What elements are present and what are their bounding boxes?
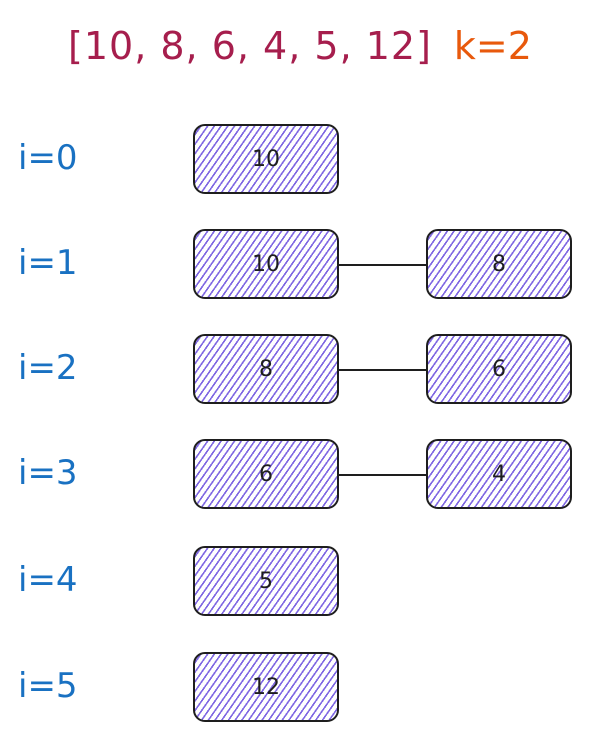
header: [10, 8, 6, 4, 5, 12] k=2: [0, 14, 600, 78]
value-box-text: 8: [492, 251, 506, 277]
value-box: 6: [426, 334, 572, 404]
input-array-text: [10, 8, 6, 4, 5, 12]: [68, 24, 432, 68]
value-box: 8: [426, 229, 572, 299]
value-box-text: 8: [259, 356, 273, 382]
row-label: i=2: [18, 348, 78, 388]
row-label: i=5: [18, 666, 78, 706]
value-box-text: 10: [252, 251, 280, 277]
row-label: i=0: [18, 138, 78, 178]
value-box: 10: [193, 124, 339, 194]
value-box-text: 12: [252, 674, 280, 700]
row-label: i=1: [18, 243, 78, 283]
value-box: 6: [193, 439, 339, 509]
value-box-text: 10: [252, 146, 280, 172]
value-box-text: 6: [259, 461, 273, 487]
connector-line: [339, 474, 426, 476]
value-box-text: 6: [492, 356, 506, 382]
value-box: 4: [426, 439, 572, 509]
value-box: 8: [193, 334, 339, 404]
connector-line: [339, 369, 426, 371]
value-box: 12: [193, 652, 339, 722]
value-box-text: 4: [492, 461, 506, 487]
row-label: i=4: [18, 560, 78, 600]
value-box: 5: [193, 546, 339, 616]
value-box: 10: [193, 229, 339, 299]
connector-line: [339, 264, 426, 266]
row-label: i=3: [18, 453, 78, 493]
k-value-text: k=2: [453, 24, 532, 68]
value-box-text: 5: [259, 568, 273, 594]
